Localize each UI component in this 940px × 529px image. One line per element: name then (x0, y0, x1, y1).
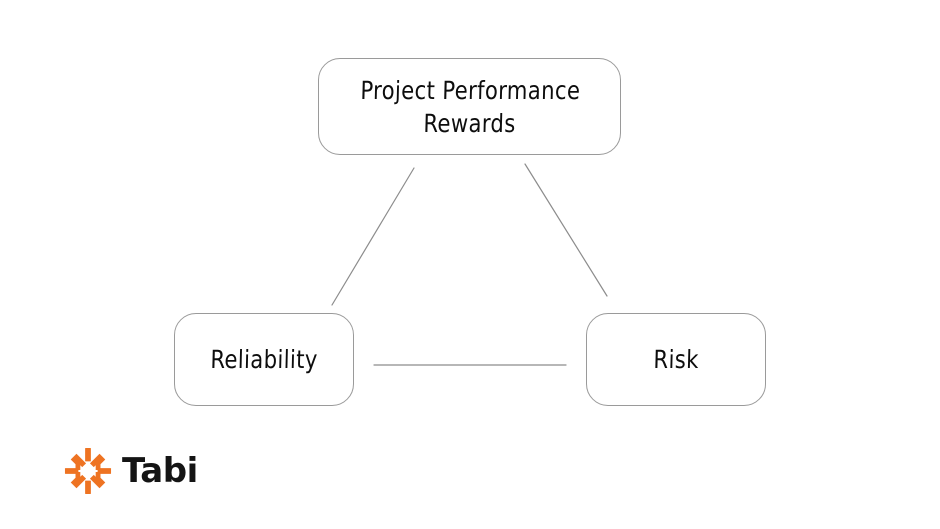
connector-top-to-risk (524, 163, 608, 297)
node-project-performance-rewards[interactable]: Project Performance Rewards (318, 58, 621, 155)
tabi-wordmark: Tabi (122, 451, 198, 491)
node-reliability[interactable]: Reliability (174, 313, 354, 406)
node-label-risk: Risk (652, 344, 700, 374)
node-risk[interactable]: Risk (586, 313, 766, 406)
connector-top-to-reliability (331, 167, 415, 306)
tabi-logo: Tabi (64, 442, 214, 500)
tabi-starburst-icon (64, 447, 112, 495)
node-label-project-performance-rewards: Project Performance Rewards (359, 75, 581, 138)
node-label-reliability: Reliability (209, 344, 319, 374)
